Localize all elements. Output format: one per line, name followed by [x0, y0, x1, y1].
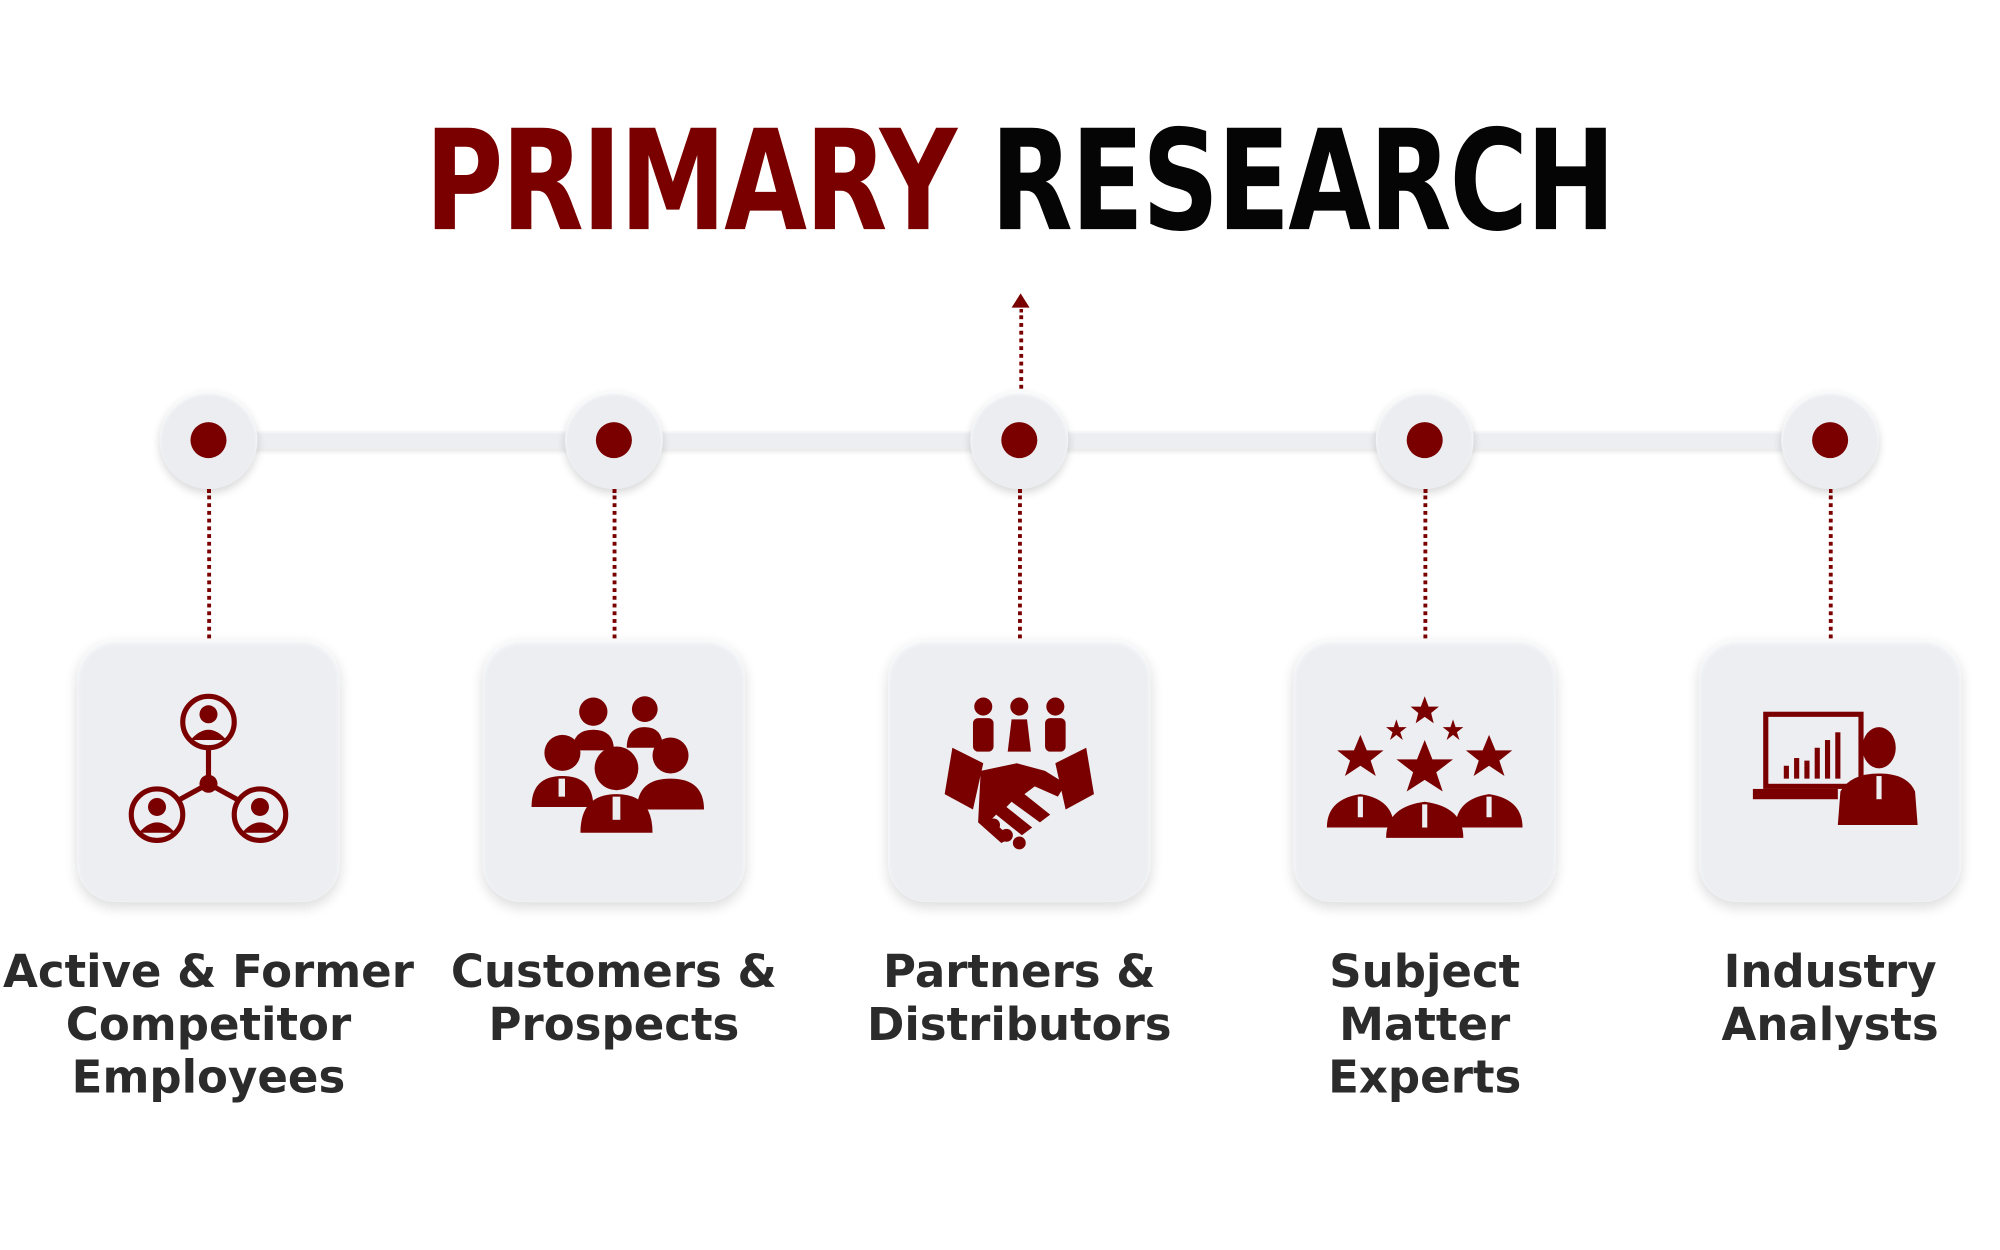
timeline-node	[970, 391, 1069, 490]
label-line: Experts	[1328, 1052, 1522, 1105]
network-people-icon	[128, 693, 289, 843]
source-label-industry-analysts: Industry Analysts	[1624, 947, 2000, 1053]
title-word-primary: PRIMARY	[424, 101, 957, 263]
label-line: Subject	[1329, 947, 1521, 999]
source-label-subject-matter-experts: Subject Matter Experts	[1219, 947, 1631, 1105]
timeline-node-dot	[1406, 422, 1443, 459]
analyst-presentation-icon	[1752, 711, 1918, 825]
label-line: Analysts	[1721, 999, 1939, 1052]
timeline-node	[159, 391, 258, 490]
arrow-up-icon	[1011, 293, 1030, 308]
source-card-industry-analysts	[1698, 639, 1962, 903]
star-experts-icon	[1326, 696, 1523, 838]
dotted-connector	[206, 489, 211, 639]
timeline-node-dot	[595, 422, 632, 459]
handshake-icon	[944, 697, 1094, 850]
timeline-node	[564, 391, 663, 490]
label-line: Matter	[1339, 999, 1511, 1052]
dotted-connector	[1017, 489, 1022, 639]
label-line: Customers &	[450, 947, 777, 999]
label-line: Partners &	[883, 947, 1156, 999]
timeline-node	[1375, 391, 1474, 490]
group-people-icon	[531, 696, 704, 833]
dotted-connector	[611, 489, 616, 639]
label-line: Competitor	[65, 999, 352, 1052]
label-line: Employees	[71, 1052, 346, 1105]
source-card-subject-matter-experts	[1293, 639, 1556, 903]
label-line: Industry	[1723, 947, 1937, 999]
timeline-node-dot	[190, 422, 227, 459]
timeline-node-dot	[1001, 422, 1038, 459]
source-label-partners-distributors: Partners & Distributors	[813, 947, 1225, 1053]
diagram-title: PRIMARY RESEARCH	[234, 105, 1804, 260]
source-card-customers-prospects	[482, 639, 746, 903]
source-label-competitor-employees: Active & Former Competitor Employees	[3, 947, 415, 1105]
title-word-research: RESEARCH	[990, 101, 1615, 263]
source-card-partners-distributors	[888, 639, 1151, 903]
dotted-connector	[1422, 489, 1427, 639]
source-card-competitor-employees	[77, 639, 340, 903]
label-line: Prospects	[488, 999, 740, 1052]
source-label-customers-prospects: Customers & Prospects	[408, 947, 820, 1053]
arrow-connector-line	[1018, 308, 1023, 389]
timeline-node-dot	[1812, 422, 1849, 459]
timeline-node	[1781, 391, 1880, 490]
label-line: Active & Former	[3, 947, 414, 999]
label-line: Distributors	[866, 999, 1172, 1052]
dotted-connector	[1828, 489, 1833, 639]
